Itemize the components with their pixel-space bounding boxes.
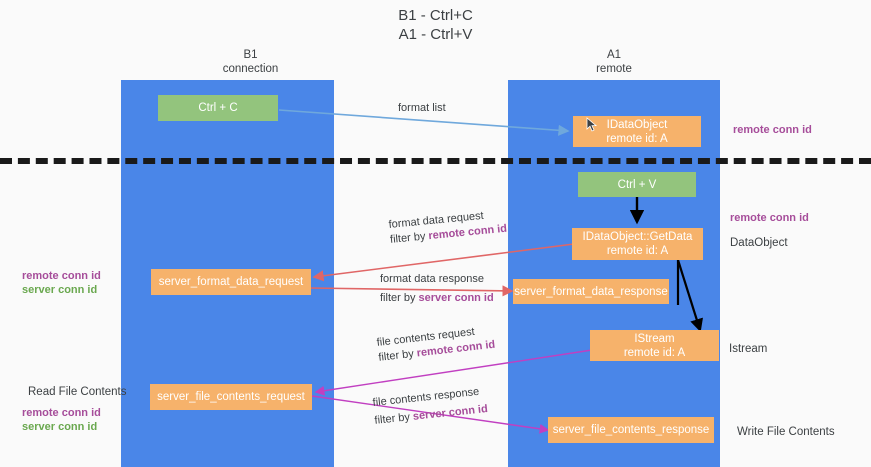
page-title: B1 - Ctrl+C A1 - Ctrl+V: [0, 6, 871, 44]
column-header-a1: A1 remote: [508, 48, 720, 76]
token-server-conn-id: server conn id: [412, 403, 489, 423]
node-server-format-data-response-label: server_format_data_response: [514, 285, 668, 298]
node-server-file-contents-response-label: server_file_contents_response: [552, 424, 710, 436]
section-divider: [0, 158, 871, 164]
filter-by-prefix: filter by: [380, 292, 419, 304]
edge-label-file-contents-response: file contents response filter by server …: [372, 384, 489, 429]
annotation-right-remote-conn-id-top: remote conn id: [733, 124, 812, 136]
annotation-right-write-file-contents: Write File Contents: [737, 426, 835, 438]
title-line-2: A1 - Ctrl+V: [398, 26, 473, 43]
node-server-file-contents-request-label: server_file_contents_request: [157, 391, 305, 403]
annotation-right-dataobject: DataObject: [730, 237, 788, 249]
annotation-left-server-conn-id-mid: server conn id: [22, 284, 98, 296]
annotation-left-remote-conn-id-mid: remote conn id: [22, 270, 101, 282]
title-line-1: B1 - Ctrl+C: [398, 7, 473, 24]
column-header-a1-sub: remote: [596, 63, 632, 75]
annotation-left-server-conn-id-bottom: server conn id: [22, 421, 98, 433]
node-ctrl-c[interactable]: Ctrl + C: [158, 95, 278, 121]
column-header-b1: B1 connection: [148, 48, 353, 76]
annotation-left-read-file-contents: Read File Contents: [28, 386, 127, 398]
node-getdata-line2: remote id: A: [606, 245, 669, 257]
node-idataobject-line2: remote id: A: [606, 132, 668, 145]
annotation-left-remote-conn-id-bottom: remote conn id: [22, 407, 101, 419]
edge-label-format-data-response: format data response filter by server co…: [380, 272, 494, 306]
node-idataobject[interactable]: IDataObject remote id: A: [573, 116, 701, 147]
edge-label-format-data-response-line1: format data response: [380, 273, 484, 285]
column-header-b1-sub: connection: [222, 63, 279, 75]
token-server-conn-id: server conn id: [418, 292, 494, 304]
edge-label-format-list: format list: [398, 101, 446, 116]
node-istream-line1: IStream: [634, 332, 675, 345]
node-server-format-data-request[interactable]: server_format_data_request: [151, 269, 311, 295]
column-header-b1-name: B1: [243, 49, 258, 61]
node-server-format-data-request-label: server_format_data_request: [158, 276, 304, 288]
node-ctrl-v-label: Ctrl + V: [617, 178, 657, 191]
filter-by-prefix: filter by: [377, 347, 418, 364]
edge-label-format-list-text: format list: [398, 102, 446, 114]
node-server-file-contents-request[interactable]: server_file_contents_request: [150, 384, 312, 410]
node-idataobject-line1: IDataObject: [606, 118, 668, 131]
column-header-a1-name: A1: [606, 49, 622, 61]
node-istream-line2: remote id: A: [623, 346, 686, 359]
node-istream[interactable]: IStream remote id: A: [590, 330, 719, 361]
edge-label-format-data-response-line2: filter by server conn id: [380, 291, 494, 306]
node-server-format-data-response[interactable]: server_format_data_response: [513, 279, 669, 304]
filter-by-prefix: filter by: [389, 230, 430, 246]
node-ctrl-v[interactable]: Ctrl + V: [578, 172, 696, 197]
node-ctrl-c-label: Ctrl + C: [198, 102, 238, 114]
edge-label-file-contents-request: file contents request filter by remote c…: [376, 323, 496, 366]
node-getdata[interactable]: IDataObject::GetData remote id: A: [572, 228, 703, 260]
annotation-right-istream: Istream: [729, 343, 768, 355]
filter-by-prefix: filter by: [373, 410, 414, 427]
edge-label-format-data-request: format data request filter by remote con…: [388, 207, 508, 248]
node-getdata-line1: IDataObject::GetData: [582, 231, 693, 243]
node-server-file-contents-response[interactable]: server_file_contents_response: [548, 417, 714, 443]
annotation-right-remote-conn-id-mid: remote conn id: [730, 212, 809, 224]
